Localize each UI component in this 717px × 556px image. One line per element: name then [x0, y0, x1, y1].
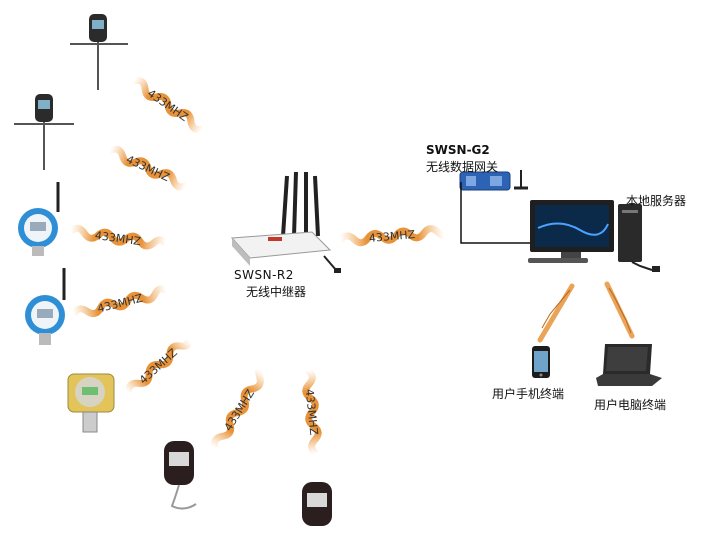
wireless-link-4: 433MHZ [70, 285, 170, 318]
signal-line-laptop [604, 281, 635, 339]
link-label: 433MHZ [137, 346, 180, 387]
wireless-link-1: 433MHZ [132, 76, 204, 134]
pressure-transmitter-2 [25, 268, 66, 345]
wireless-link-6: 433MHZ [210, 366, 266, 450]
link-label: 433MHZ [96, 291, 145, 315]
laptop [596, 344, 662, 386]
power-plug-icon [334, 268, 341, 273]
link-label: 433MHZ [94, 229, 142, 248]
wireless-link-8: 433MHZ [337, 225, 448, 247]
link-label: 433MHZ [124, 153, 172, 185]
router-name-label: 无线中继器 [246, 285, 307, 299]
insertion-sensor-1 [70, 14, 128, 90]
insertion-sensor-2 [14, 94, 74, 170]
link-label: 433MHZ [222, 387, 258, 434]
local-server [528, 200, 660, 272]
wireless-link-3: 433MHZ [68, 224, 169, 250]
laptop-label: 用户电脑终端 [594, 398, 667, 412]
gateway-name-label: 无线数据网关 [426, 160, 499, 174]
link-label: 433MHZ [303, 388, 321, 436]
wireless-router [230, 171, 341, 273]
link-label: 433MHZ [368, 228, 416, 245]
handheld-meter-1 [164, 441, 197, 510]
gateway-model-label: SWSN-G2 [426, 143, 490, 157]
signal-line-phone [537, 283, 575, 343]
router-model-label: SWSN-R2 [234, 268, 294, 282]
power-plug-icon [652, 266, 660, 272]
wireless-link-7: 433MHZ [302, 367, 322, 457]
server-label: 本地服务器 [626, 194, 687, 208]
handheld-meter-2 [302, 482, 332, 526]
link-label: 433MHZ [145, 87, 191, 124]
phone-label: 用户手机终端 [492, 387, 565, 401]
wireless-link-5: 433MHZ [124, 337, 192, 393]
data-gateway [459, 170, 530, 244]
wireless-link-2: 433MHZ [108, 145, 188, 191]
gas-detector [67, 373, 115, 433]
pressure-transmitter-1 [18, 182, 60, 256]
smartphone [532, 346, 550, 378]
